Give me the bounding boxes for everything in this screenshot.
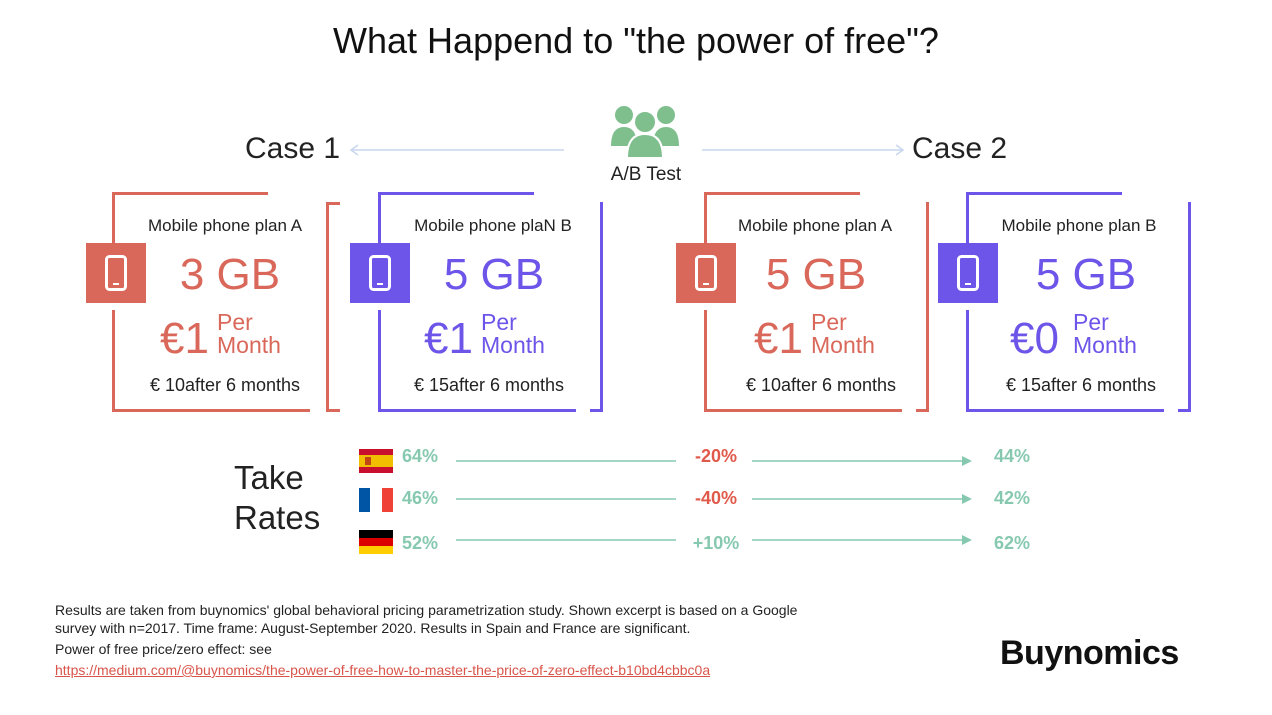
case2-plan-a-name: Mobile phone plan A <box>737 216 893 235</box>
case1-plan-a-per: Per <box>217 309 253 335</box>
case2-plan-b-name: Mobile phone plan B <box>1001 216 1157 235</box>
case2-plan-a-after: € 10after 6 months <box>745 375 897 395</box>
spain-case2-rate: 44% <box>994 446 1031 466</box>
germany-arrow-icon <box>456 535 972 545</box>
france-change: -40% <box>694 488 738 508</box>
case-1-label: Case 1 <box>245 132 341 165</box>
case1-plan-b-after: € 15after 6 months <box>413 375 565 395</box>
spain-arrow-icon <box>456 456 972 466</box>
case1-plan-a-card <box>112 192 342 412</box>
footnote: Results are taken from buynomics' global… <box>55 601 955 679</box>
case2-plan-b-price: €0 <box>1010 314 1059 363</box>
case2-plan-b-per: Per <box>1073 309 1109 335</box>
france-case1-rate: 46% <box>402 488 439 508</box>
case2-plan-b-data: 5 GB <box>1035 250 1137 299</box>
page-title: What Happend to "the power of free"? <box>333 20 939 61</box>
case1-plan-a-data: 3 GB <box>179 250 281 299</box>
take-rates-line2: Rates <box>234 499 321 536</box>
case1-plan-a-after: € 10after 6 months <box>149 375 301 395</box>
take-rates-label: Take Rates <box>234 458 320 538</box>
france-arrow-icon <box>456 494 972 504</box>
case2-plan-b-phone-icon <box>938 243 998 303</box>
footnote-link[interactable]: https://medium.com/@buynomics/the-power-… <box>55 662 711 678</box>
footnote-line2: survey with n=2017. Time frame: August-S… <box>55 620 691 636</box>
france-flag <box>359 488 393 512</box>
case1-plan-b-month: Month <box>481 332 545 358</box>
case1-plan-a-month: Month <box>217 332 281 358</box>
case2-plan-a-data: 5 GB <box>765 250 867 299</box>
case1-plan-b-price: €1 <box>424 314 473 363</box>
ab-test-label: A/B Test <box>610 164 682 185</box>
case2-plan-b-after: € 15after 6 months <box>1005 375 1157 395</box>
footnote-line3: Power of free price/zero effect: see <box>55 641 272 657</box>
case-2-label: Case 2 <box>912 132 1008 165</box>
case2-plan-a-month: Month <box>811 332 875 358</box>
case1-plan-a-phone-icon <box>86 243 146 303</box>
case1-plan-b-phone-icon <box>350 243 410 303</box>
case2-plan-a-card <box>704 192 934 412</box>
case1-plan-b-card <box>378 192 608 412</box>
germany-case1-rate: 52% <box>402 533 439 553</box>
germany-change: +10% <box>692 533 740 553</box>
case2-plan-a-per: Per <box>811 309 847 335</box>
case2-plan-a-price: €1 <box>754 314 803 363</box>
arrow-right-icon <box>702 144 905 156</box>
case1-plan-b-data: 5 GB <box>443 250 545 299</box>
group-users-icon <box>611 100 679 159</box>
brand-logo: Buynomics <box>1000 634 1179 672</box>
arrow-left-icon <box>349 144 564 156</box>
case1-plan-a-price: €1 <box>160 314 209 363</box>
case2-plan-a-phone-icon <box>676 243 736 303</box>
germany-case2-rate: 62% <box>994 533 1031 553</box>
footnote-line1: Results are taken from buynomics' global… <box>55 602 798 618</box>
take-rates-line1: Take <box>234 459 304 496</box>
france-case2-rate: 42% <box>994 488 1031 508</box>
germany-flag <box>359 530 393 554</box>
case2-plan-b-month: Month <box>1073 332 1137 358</box>
spain-change: -20% <box>694 446 738 466</box>
case2-plan-b-card <box>966 192 1196 412</box>
case1-plan-b-name: Mobile phone plaN B <box>414 216 572 235</box>
spain-case1-rate: 64% <box>402 446 439 466</box>
case1-plan-a-name: Mobile phone plan A <box>147 216 303 235</box>
spain-flag <box>359 449 393 473</box>
case1-plan-b-per: Per <box>481 309 517 335</box>
